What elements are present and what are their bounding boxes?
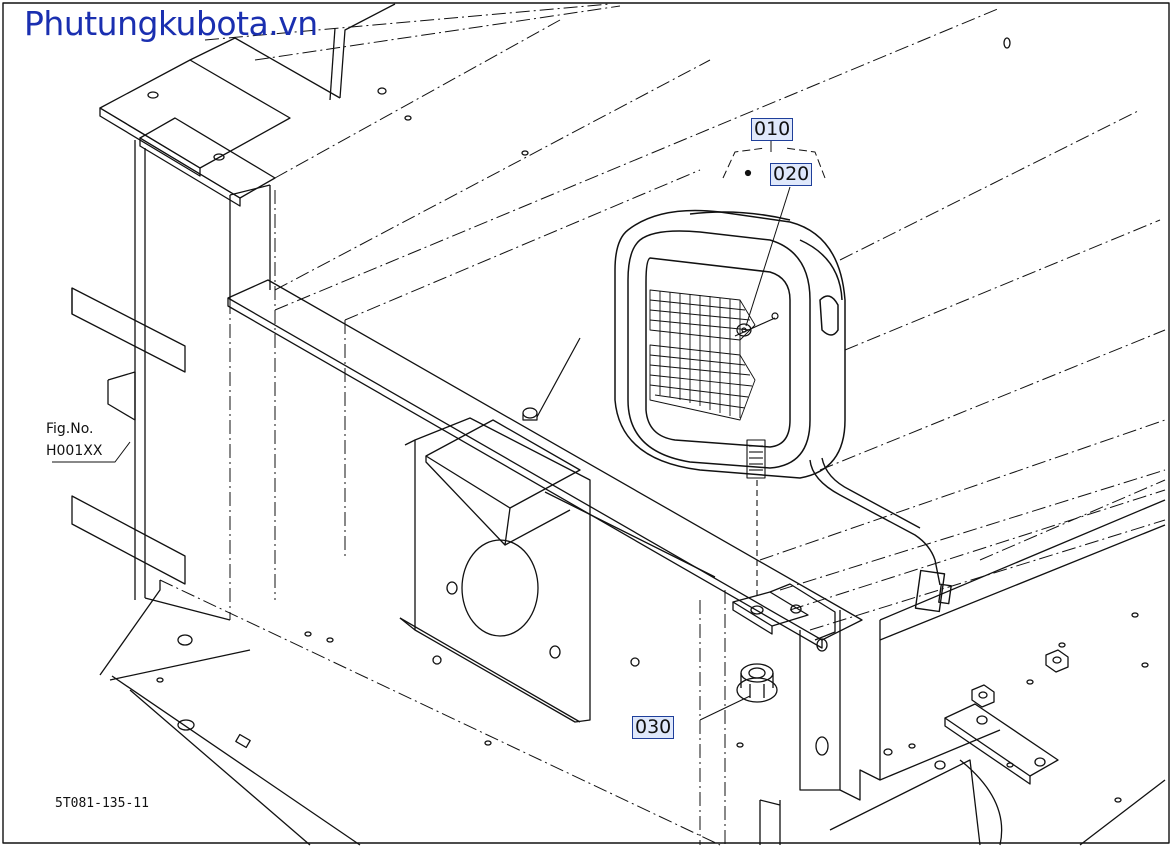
- figure-reference-label: Fig.No.: [46, 421, 94, 437]
- lower-frame: [99, 580, 744, 846]
- lamp-lens-grid: [649, 289, 756, 421]
- right-structure: [759, 499, 1166, 846]
- flap: [425, 419, 716, 578]
- lamp-stud: [746, 439, 766, 600]
- flange-nut: [736, 663, 778, 703]
- vertical-post: [134, 140, 271, 621]
- lamp-cable: [809, 457, 952, 613]
- drawing-number: 5T081-135-11: [55, 796, 149, 811]
- left-bars: [71, 287, 186, 585]
- upper-bracket: [99, 3, 1011, 207]
- callout-030[interactable]: 030: [632, 716, 675, 739]
- leader-lines: [52, 140, 826, 721]
- hidden-body-lines: [159, 3, 1166, 846]
- callout-020[interactable]: 020: [770, 163, 813, 186]
- lamp-bracket: [732, 583, 836, 641]
- figure-reference-number[interactable]: H001XX: [46, 443, 103, 459]
- watermark-text: Phutungkubota.vn: [24, 4, 318, 43]
- callout-010[interactable]: 010: [751, 118, 794, 141]
- callout-dot: [744, 169, 752, 177]
- main-beam: [227, 279, 863, 649]
- lamp-screw: [734, 312, 779, 337]
- right-bracket: [883, 612, 1166, 846]
- work-lamp: [614, 209, 846, 479]
- mounting-plate: [399, 417, 640, 723]
- stud-bolt: [522, 337, 581, 421]
